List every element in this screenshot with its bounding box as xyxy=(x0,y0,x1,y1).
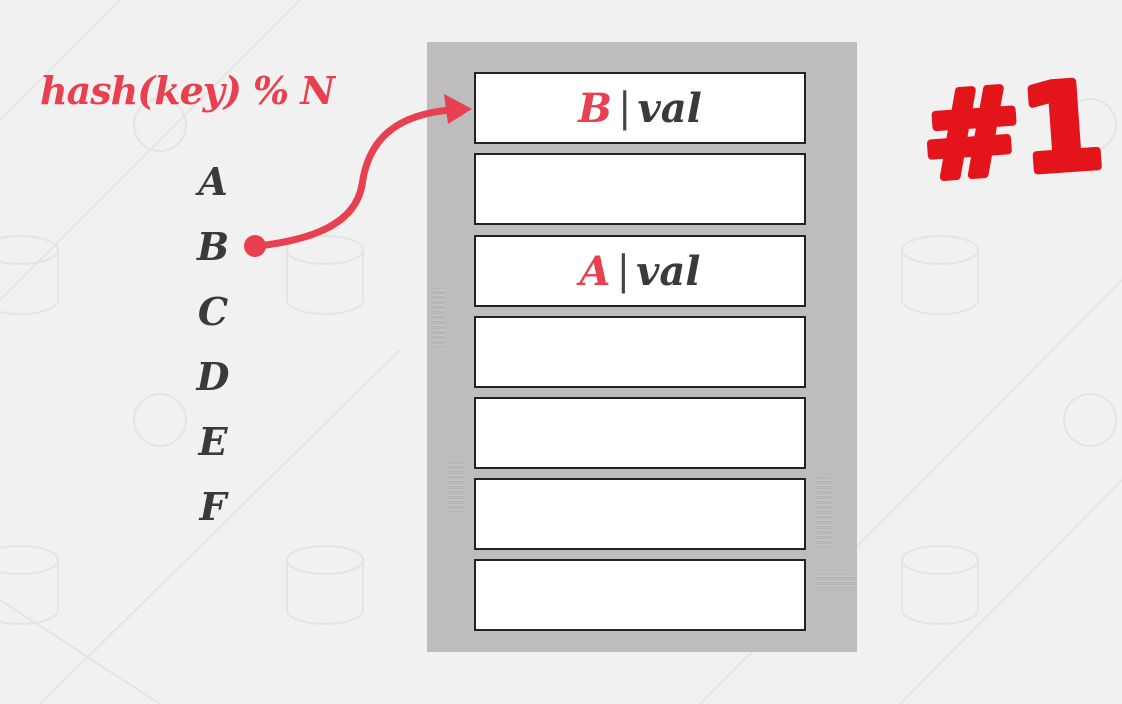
slot-key: A xyxy=(579,247,611,295)
key-item: E xyxy=(198,419,228,464)
key-item: B xyxy=(196,224,230,269)
key-list: A B C D E F xyxy=(188,158,238,548)
badge-text: #1 xyxy=(918,56,1108,196)
scan-artifact xyxy=(433,287,445,347)
hash-slot xyxy=(474,316,806,388)
hash-formula: hash(key) % N xyxy=(40,68,335,113)
scan-artifact xyxy=(447,462,465,512)
rank-badge: #1 xyxy=(918,56,1108,196)
hash-slot: B|val xyxy=(474,72,806,144)
key-item: A xyxy=(198,159,228,204)
hash-slot xyxy=(474,478,806,550)
hash-slot xyxy=(474,397,806,469)
hash-table: B|val A|val xyxy=(427,42,857,652)
hash-slot xyxy=(474,559,806,631)
scan-artifact xyxy=(815,574,855,588)
key-item: F xyxy=(199,484,227,529)
slot-key: B xyxy=(578,84,612,132)
hash-slot: A|val xyxy=(474,235,806,307)
slot-value: val xyxy=(636,247,701,295)
slot-separator: | xyxy=(617,85,632,131)
scan-artifact xyxy=(815,477,831,547)
slot-separator: | xyxy=(616,248,631,294)
key-item: D xyxy=(196,354,230,399)
slot-value: val xyxy=(637,84,702,132)
key-item: C xyxy=(197,289,229,334)
hash-slot xyxy=(474,153,806,225)
